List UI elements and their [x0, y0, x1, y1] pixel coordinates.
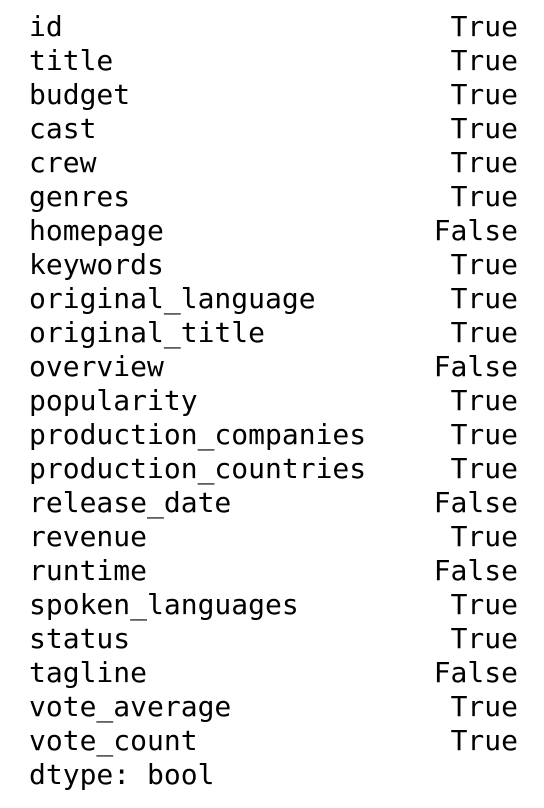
series-key: revenue — [29, 520, 148, 553]
series-row: title True — [29, 44, 518, 78]
series-value: True — [450, 724, 518, 757]
series-row: status True — [29, 622, 518, 656]
series-row: homepage False — [29, 214, 518, 248]
series-row: revenue True — [29, 520, 518, 554]
series-key: crew — [29, 146, 97, 179]
series-row: cast True — [29, 112, 518, 146]
series-row: vote_average True — [29, 690, 518, 724]
series-row: overview False — [29, 350, 518, 384]
series-value: True — [450, 384, 518, 417]
series-value: True — [450, 452, 518, 485]
series-row: id True — [29, 10, 518, 44]
series-value: False — [433, 214, 518, 247]
series-key: release_date — [29, 486, 232, 519]
series-key: overview — [29, 350, 164, 383]
series-key: title — [29, 44, 114, 77]
series-key: vote_count — [29, 724, 198, 757]
series-value: True — [450, 78, 518, 111]
series-key: production_countries — [29, 452, 367, 485]
series-value: True — [450, 180, 518, 213]
series-value: False — [433, 486, 518, 519]
series-row: vote_count True — [29, 724, 518, 758]
series-row: original_language True — [29, 282, 518, 316]
series-value: True — [450, 316, 518, 349]
series-value: True — [450, 146, 518, 179]
series-value: False — [433, 554, 518, 587]
series-row: crew True — [29, 146, 518, 180]
series-row: popularity True — [29, 384, 518, 418]
series-row: budget True — [29, 78, 518, 112]
series-value: True — [450, 622, 518, 655]
series-value: True — [450, 10, 518, 43]
series-value: True — [450, 44, 518, 77]
series-key: runtime — [29, 554, 148, 587]
series-value: True — [450, 418, 518, 451]
series-key: budget — [29, 78, 131, 111]
series-row: original_title True — [29, 316, 518, 350]
series-key: homepage — [29, 214, 164, 247]
series-key: original_title — [29, 316, 266, 349]
series-row: runtime False — [29, 554, 518, 588]
series-value: True — [450, 112, 518, 145]
series-key: tagline — [29, 656, 148, 689]
series-key: spoken_languages — [29, 588, 299, 621]
dtype-label: dtype: bool — [29, 758, 215, 791]
series-row: spoken_languages True — [29, 588, 518, 622]
series-value: True — [450, 588, 518, 621]
series-value: False — [433, 656, 518, 689]
series-key: production_companies — [29, 418, 367, 451]
series-value: True — [450, 690, 518, 723]
dtype-row: dtype: bool — [29, 758, 518, 792]
series-value: True — [450, 282, 518, 315]
series-key: keywords — [29, 248, 164, 281]
series-key: original_language — [29, 282, 316, 315]
series-value: False — [433, 350, 518, 383]
series-row: genres True — [29, 180, 518, 214]
series-row: release_date False — [29, 486, 518, 520]
series-key: genres — [29, 180, 131, 213]
series-row: tagline False — [29, 656, 518, 690]
series-key: vote_average — [29, 690, 232, 723]
series-key: popularity — [29, 384, 198, 417]
series-key: status — [29, 622, 131, 655]
series-key: cast — [29, 112, 97, 145]
series-value: True — [450, 248, 518, 281]
series-value: True — [450, 520, 518, 553]
series-row: production_companies True — [29, 418, 518, 452]
series-key: id — [29, 10, 63, 43]
series-row: keywords True — [29, 248, 518, 282]
series-row: production_countries True — [29, 452, 518, 486]
